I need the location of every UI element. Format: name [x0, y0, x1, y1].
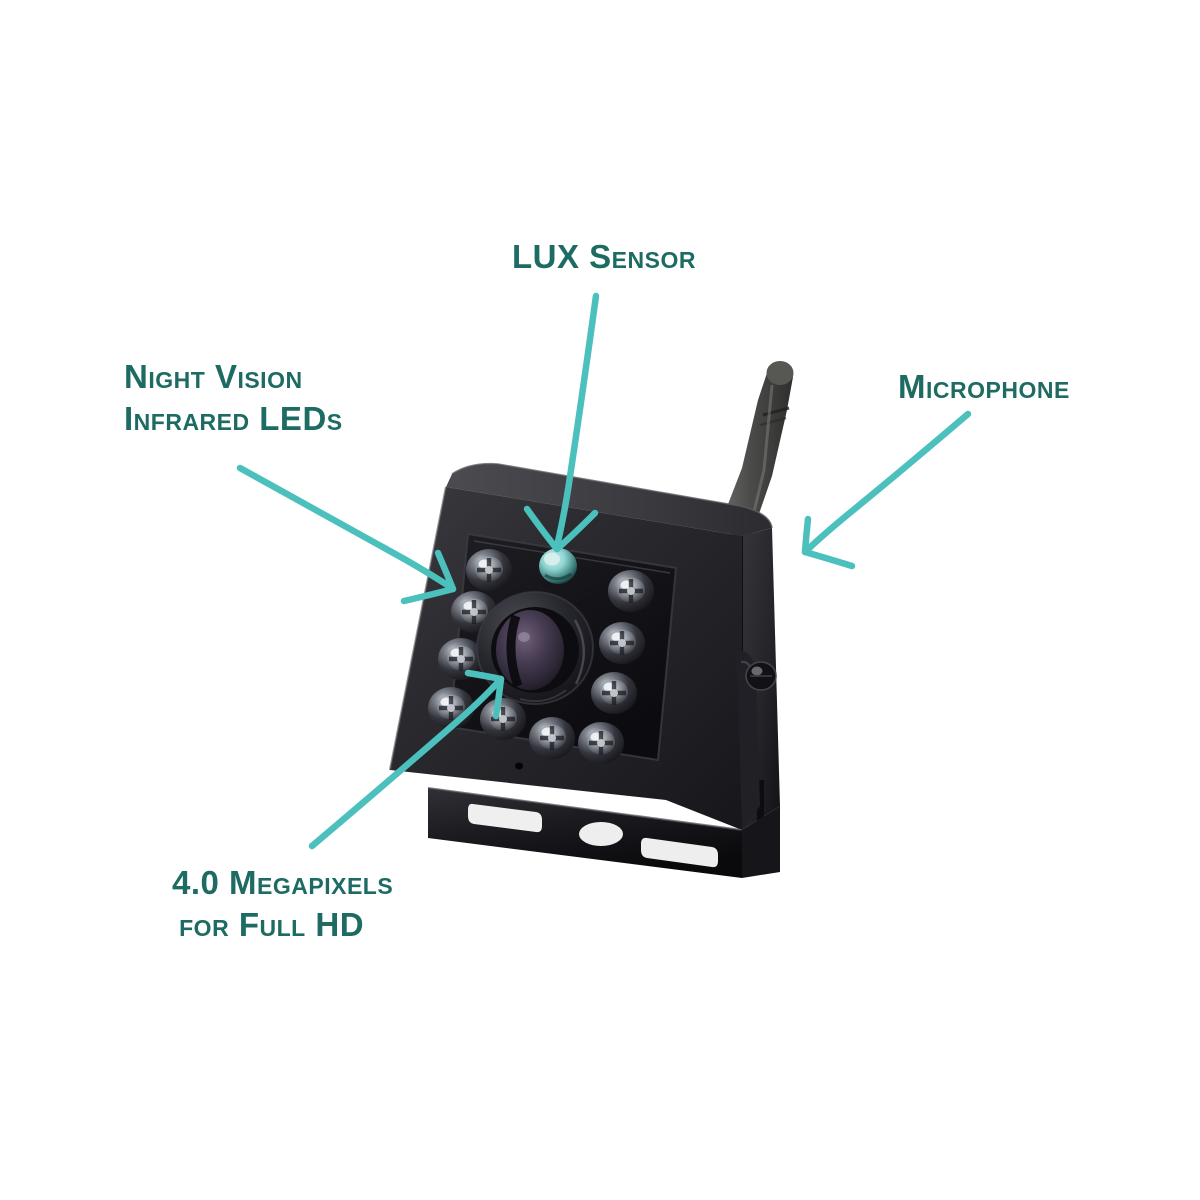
lux-sensor-dome — [539, 548, 577, 592]
callout-line: LUX Sensor — [512, 238, 696, 275]
bracket-slot — [641, 837, 718, 868]
callout-line: Infrared LEDs — [124, 400, 343, 438]
callout-label-microphone: Microphone — [898, 366, 1070, 408]
ir-led — [608, 570, 654, 612]
callout-line: for Full HD — [179, 906, 365, 944]
callout-line: 4.0 Megapixels — [172, 864, 394, 901]
mounting-bracket — [427, 649, 780, 878]
callout-label-lux-sensor: LUX Sensor — [512, 236, 696, 278]
callout-label-megapixels: 4.0 Megapixels for Full HD — [172, 862, 393, 946]
ir-led — [578, 722, 624, 764]
ir-led — [480, 698, 526, 740]
bracket-thumbscrew[interactable] — [745, 661, 777, 691]
ir-led — [428, 687, 474, 729]
microphone-port — [515, 762, 523, 770]
ir-led — [599, 622, 645, 664]
callout-line: Microphone — [898, 368, 1070, 405]
wifi-antenna — [718, 361, 794, 540]
callout-line: Night Vision — [124, 358, 303, 395]
camera-body-top — [446, 462, 773, 536]
callout-label-night-vision: Night Vision Infrared LEDs — [124, 356, 343, 440]
bracket-hole — [579, 822, 623, 846]
ir-led — [466, 549, 512, 591]
camera-lens — [476, 591, 594, 705]
ir-led — [529, 717, 575, 759]
ir-led — [438, 638, 484, 680]
ir-led — [591, 672, 637, 714]
